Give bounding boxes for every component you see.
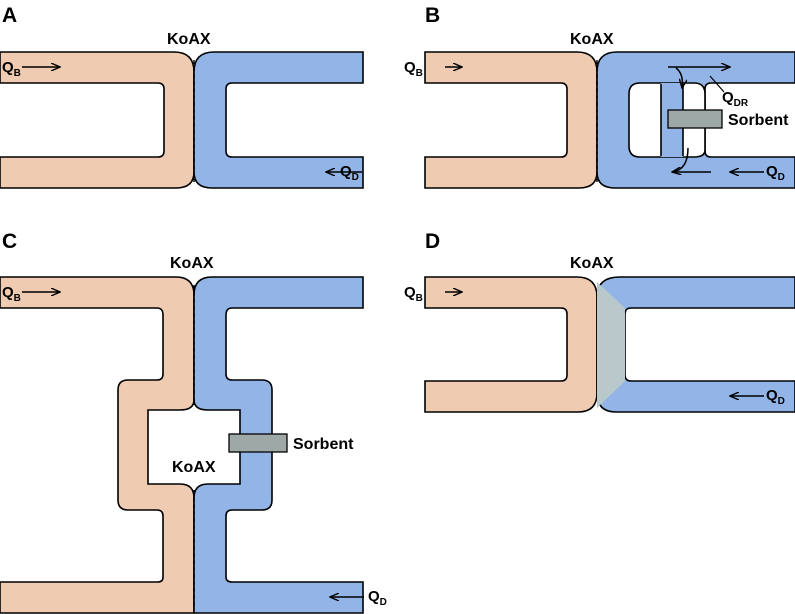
panel-a-qb-label: QB (2, 59, 21, 79)
panel-c-sorbent-cartridge (228, 433, 288, 453)
panel-a-koax-label: KoAX (167, 31, 211, 48)
panel-d-qd-label: QD (766, 387, 785, 407)
panel-c-koax-top-label: KoAX (170, 255, 214, 272)
panel-a-letter: A (2, 4, 17, 27)
panel-b-qb-label: QB (404, 59, 423, 79)
panel-a: A KoAX QB QD (0, 4, 364, 189)
panel-d-blood-channel (424, 276, 598, 413)
panel-c-letter: C (2, 230, 17, 253)
panel-c-blood-channel (0, 276, 195, 614)
panel-d-transition-zone (597, 282, 625, 408)
panel-c-koax-mid-label: KoAX (172, 459, 216, 476)
panel-c-qd-label: QD (368, 588, 387, 608)
panel-b-letter: B (425, 4, 440, 27)
panel-c-dialysate-channel (193, 276, 364, 614)
panel-d-koax-label: KoAX (570, 255, 614, 272)
panel-b-qd-label: QD (766, 163, 785, 183)
panel-d: D KoAX QB QD (404, 230, 795, 413)
panel-b: B KoAX Sorbent QDR QB QD (404, 4, 795, 189)
panel-c: C KoAX KoAX Sorbent QB QD (0, 230, 387, 614)
panel-b-sorbent-label: Sorbent (728, 112, 789, 129)
panel-c-sorbent-label: Sorbent (293, 436, 354, 453)
panel-b-qdr-label: QDR (722, 89, 749, 109)
panel-b-qdr-leader (709, 75, 725, 93)
panel-c-qb-label: QB (2, 284, 21, 304)
panel-d-qb-label: QB (404, 284, 423, 304)
panel-b-flow-arrow-down (675, 67, 682, 88)
panel-a-blood-channel (0, 51, 195, 189)
panel-b-sorbent-cartridge (667, 109, 723, 129)
panel-a-dialysate-channel (193, 51, 364, 189)
panel-b-blood-channel (424, 51, 598, 189)
panel-b-koax-label: KoAX (570, 31, 614, 48)
panel-a-qd-label: QD (340, 163, 359, 183)
panel-d-letter: D (425, 230, 440, 253)
